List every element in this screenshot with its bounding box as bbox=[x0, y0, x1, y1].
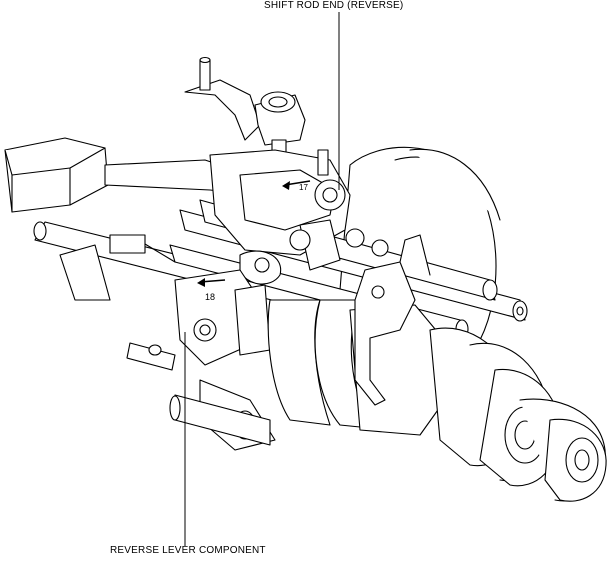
output-shaft bbox=[169, 394, 271, 446]
arrow-17: 17 bbox=[282, 180, 311, 192]
arrow-17-label: 17 bbox=[299, 183, 308, 192]
shift-fork bbox=[354, 234, 431, 406]
upper-bracket bbox=[184, 56, 306, 169]
arrow-18: 18 bbox=[197, 278, 226, 302]
callout-shift-rod-end: SHIFT ROD END (REVERSE) bbox=[264, 0, 404, 11]
arrow-18-label: 18 bbox=[205, 292, 215, 302]
shift-mechanism bbox=[209, 149, 389, 285]
gear-cluster bbox=[267, 299, 607, 502]
callout-reverse-lever: REVERSE LEVER COMPONENT bbox=[110, 545, 266, 556]
reverse-lever bbox=[109, 234, 276, 451]
